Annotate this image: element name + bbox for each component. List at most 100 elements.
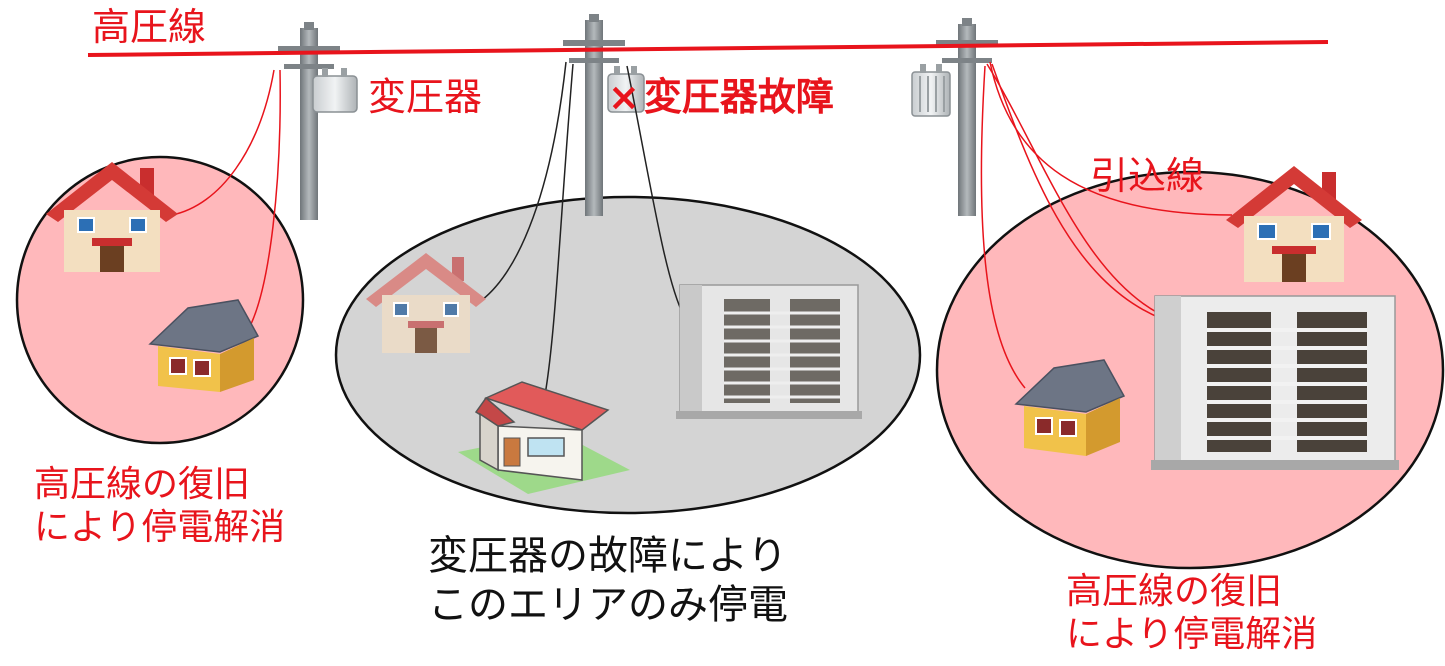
house-window <box>1311 223 1331 240</box>
house-door <box>1282 254 1306 282</box>
building-balconies <box>724 299 770 403</box>
service-drop-wire <box>626 65 685 317</box>
house-icon <box>1226 166 1362 282</box>
cottage-icon <box>1014 359 1126 456</box>
transformer-bushing <box>920 64 926 73</box>
restored-left-line-2: により停電解消 <box>34 507 286 549</box>
utility-pole-right <box>936 18 998 216</box>
pole-cap <box>962 18 972 26</box>
apartment-building-icon <box>676 284 862 419</box>
house-roof <box>46 162 178 222</box>
cottage-roof <box>1014 359 1126 413</box>
service-drop-wire <box>986 63 1159 314</box>
building-side <box>680 285 702 417</box>
house-icon <box>366 253 486 353</box>
small-house-window <box>527 437 565 457</box>
service-drop-label: 引込線 <box>1090 154 1205 198</box>
pole-cap <box>589 14 599 22</box>
house-window <box>1257 223 1277 240</box>
utility-pole-center <box>563 14 625 216</box>
outage-center-line-2: このエリアのみ停電 <box>428 581 788 628</box>
cottage-window <box>169 357 187 375</box>
transformer-failure-text: 変圧器故障 <box>643 75 834 119</box>
transformer-label: 変圧器 <box>368 75 483 119</box>
restored-left-caption: 高圧線の復旧 により停電解消 <box>34 463 285 549</box>
outage-center-line-1: 変圧器の故障により <box>428 533 788 579</box>
pole-crossarm <box>936 40 998 46</box>
utility-pole-left <box>278 22 340 220</box>
service-drop-wire <box>544 63 574 396</box>
cottage-wall-side <box>220 338 254 392</box>
cottage-window <box>1035 417 1053 435</box>
building-floor-lines <box>724 311 840 399</box>
fault-x-icon: × <box>608 75 640 119</box>
house-awning <box>408 321 444 328</box>
outage-center-caption: 変圧器の故障により このエリアのみ停電 <box>428 532 788 630</box>
pole-crossarm <box>942 58 992 63</box>
house-door <box>100 246 124 272</box>
pole-shaft <box>300 28 318 220</box>
service-drop-wires-right <box>980 61 1233 389</box>
small-house-roof <box>483 381 610 431</box>
restored-right-caption: 高圧線の復旧 により停電解消 <box>1066 570 1317 656</box>
restored-right-line-1: 高圧線の復旧 <box>1066 571 1283 612</box>
transformer-bushing <box>341 68 347 77</box>
service-drop-wire <box>980 65 1026 389</box>
pole-shaft <box>958 24 976 216</box>
house-roof <box>366 253 486 307</box>
service-drop-wire <box>481 61 567 301</box>
service-drop-wires-center <box>481 61 685 396</box>
small-house-wall-side <box>479 412 499 472</box>
high-voltage-line-label: 高圧線 <box>92 5 207 49</box>
pole-crossarm <box>563 40 625 46</box>
service-drop-wire <box>989 61 1233 216</box>
restored-right-line-2: により停電解消 <box>1066 614 1318 656</box>
transformer-tank <box>911 71 951 117</box>
pole-cap <box>304 22 314 30</box>
cottage-window <box>1059 419 1077 437</box>
house-window <box>443 302 459 317</box>
transformer-failure-label: ×変圧器故障 <box>608 75 834 120</box>
transformer-icon-right <box>911 64 951 117</box>
cottage-roof <box>148 299 260 353</box>
service-drop-wire <box>991 63 1161 319</box>
cottage-wall-side <box>1086 398 1120 456</box>
transformer-tank <box>312 75 358 113</box>
transformer-bushing <box>614 66 620 75</box>
service-drop-wire <box>247 69 281 331</box>
transformer-icon-center <box>607 66 645 113</box>
pole-crossarm <box>569 58 619 63</box>
building-side <box>1155 296 1181 468</box>
restored-left-line-1: 高圧線の復旧 <box>34 464 251 505</box>
house-window <box>129 217 147 233</box>
transformer-bushing <box>631 66 637 75</box>
building-balconies <box>790 299 840 403</box>
apartment-building-icon <box>1151 295 1399 470</box>
high-voltage-line <box>87 40 1329 57</box>
house-door <box>415 328 437 353</box>
house-window <box>77 217 95 233</box>
small-house-icon <box>458 381 630 494</box>
house-awning <box>1272 246 1316 254</box>
building-base <box>676 411 862 419</box>
transformer-bushing <box>322 68 328 77</box>
transformer-icon-left <box>312 68 358 113</box>
transformer-bushing <box>936 64 942 73</box>
house-roof <box>1226 166 1362 228</box>
house-awning <box>92 238 132 246</box>
pole-crossarm <box>284 64 334 69</box>
transformer-tank <box>607 73 645 113</box>
pole-crossarm <box>278 46 340 52</box>
building-base <box>1151 460 1399 470</box>
pole-shaft <box>585 20 603 216</box>
building-floor-lines <box>1207 328 1367 440</box>
service-drop-wires-left <box>171 69 281 331</box>
house-window <box>393 302 409 317</box>
house-icon <box>46 162 178 272</box>
cottage-icon <box>148 299 260 392</box>
small-house-door <box>503 437 521 467</box>
service-drop-wire <box>171 69 275 216</box>
house-chimney <box>452 257 464 281</box>
cottage-window <box>193 359 211 377</box>
